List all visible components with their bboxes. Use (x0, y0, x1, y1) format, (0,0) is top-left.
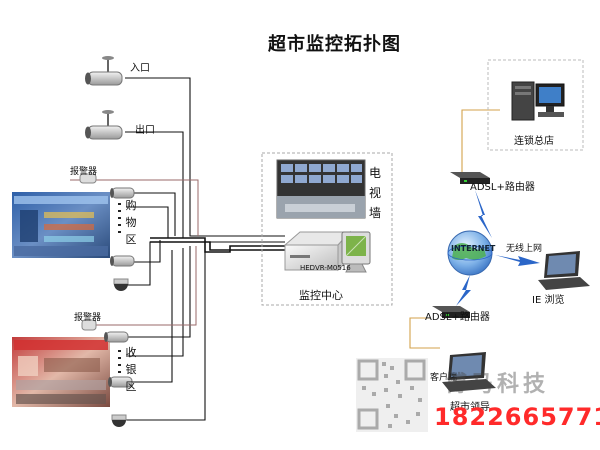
shopping-area-photo (12, 192, 110, 258)
laptop-client-icon (442, 352, 496, 392)
camera-shopping-2-icon (110, 255, 135, 267)
lightning-bolts (456, 190, 540, 306)
wireless-label: 无线上网 (506, 244, 543, 254)
dvr-unit-icon (283, 230, 352, 272)
video-wall-icon (276, 159, 366, 219)
camera-checkout-1-icon (104, 331, 129, 343)
router-hq-icon (450, 172, 490, 184)
monitor-center-label: 监控中心 (299, 289, 343, 302)
alarm-shopping-icon (79, 173, 97, 184)
alarm-wiring (70, 179, 199, 326)
video-wall-label: 电视墙 (368, 166, 381, 220)
laptop-wireless-icon (538, 251, 590, 290)
router-hq-label: ADSL+路由器 (470, 182, 535, 193)
ie-browse-label: IE 浏览 (532, 295, 565, 306)
alarm-checkout-icon (81, 319, 97, 331)
camera-wiring (110, 77, 285, 421)
dome-camera-shopping-icon (113, 278, 129, 291)
alarm-checkout-label: 报警器 (74, 313, 102, 323)
router-client-icon (432, 306, 470, 318)
dome-camera-checkout-icon (111, 414, 127, 427)
monitor-center-screen-icon (341, 231, 371, 273)
camera-exit-icon (85, 110, 123, 140)
page-title: 超市监控拓扑图 (268, 34, 401, 55)
router-client-label: ADSL+路由器 (425, 312, 490, 323)
shopping-zone-label: 购物区 (125, 199, 137, 246)
hq-label: 连锁总店 (514, 136, 554, 147)
trunk-wiring (150, 237, 285, 253)
camera-shopping-1-icon (110, 187, 135, 199)
alarm-shopping-label: 报警器 (70, 167, 98, 177)
hq-computer-icon (511, 81, 565, 121)
watermark-text: 博马科技 (445, 372, 550, 397)
watermark-qr-code (356, 358, 428, 432)
monitor-center-box (261, 152, 393, 306)
indicator-dots-shopping (118, 203, 121, 233)
camera-entrance-icon (85, 56, 123, 86)
indicator-dots-checkout (118, 350, 121, 373)
internet-globe-icon (447, 230, 493, 276)
exit-label: 出口 (135, 125, 155, 136)
entrance-label: 入口 (130, 63, 150, 74)
internet-label: INTERNET (451, 244, 496, 253)
hq-box (487, 59, 584, 151)
checkout-zone-label: 收银区 (125, 346, 137, 393)
dvr-model-label: HEDVR-M0516 (300, 264, 351, 272)
watermark-phone: 18226657715 (434, 403, 600, 431)
leader-label: 超市领导 (450, 402, 490, 413)
camera-checkout-2-icon (108, 376, 133, 388)
checkout-area-photo (12, 337, 110, 407)
remote-wiring (409, 109, 500, 349)
client-label: 客户端 (430, 373, 458, 383)
